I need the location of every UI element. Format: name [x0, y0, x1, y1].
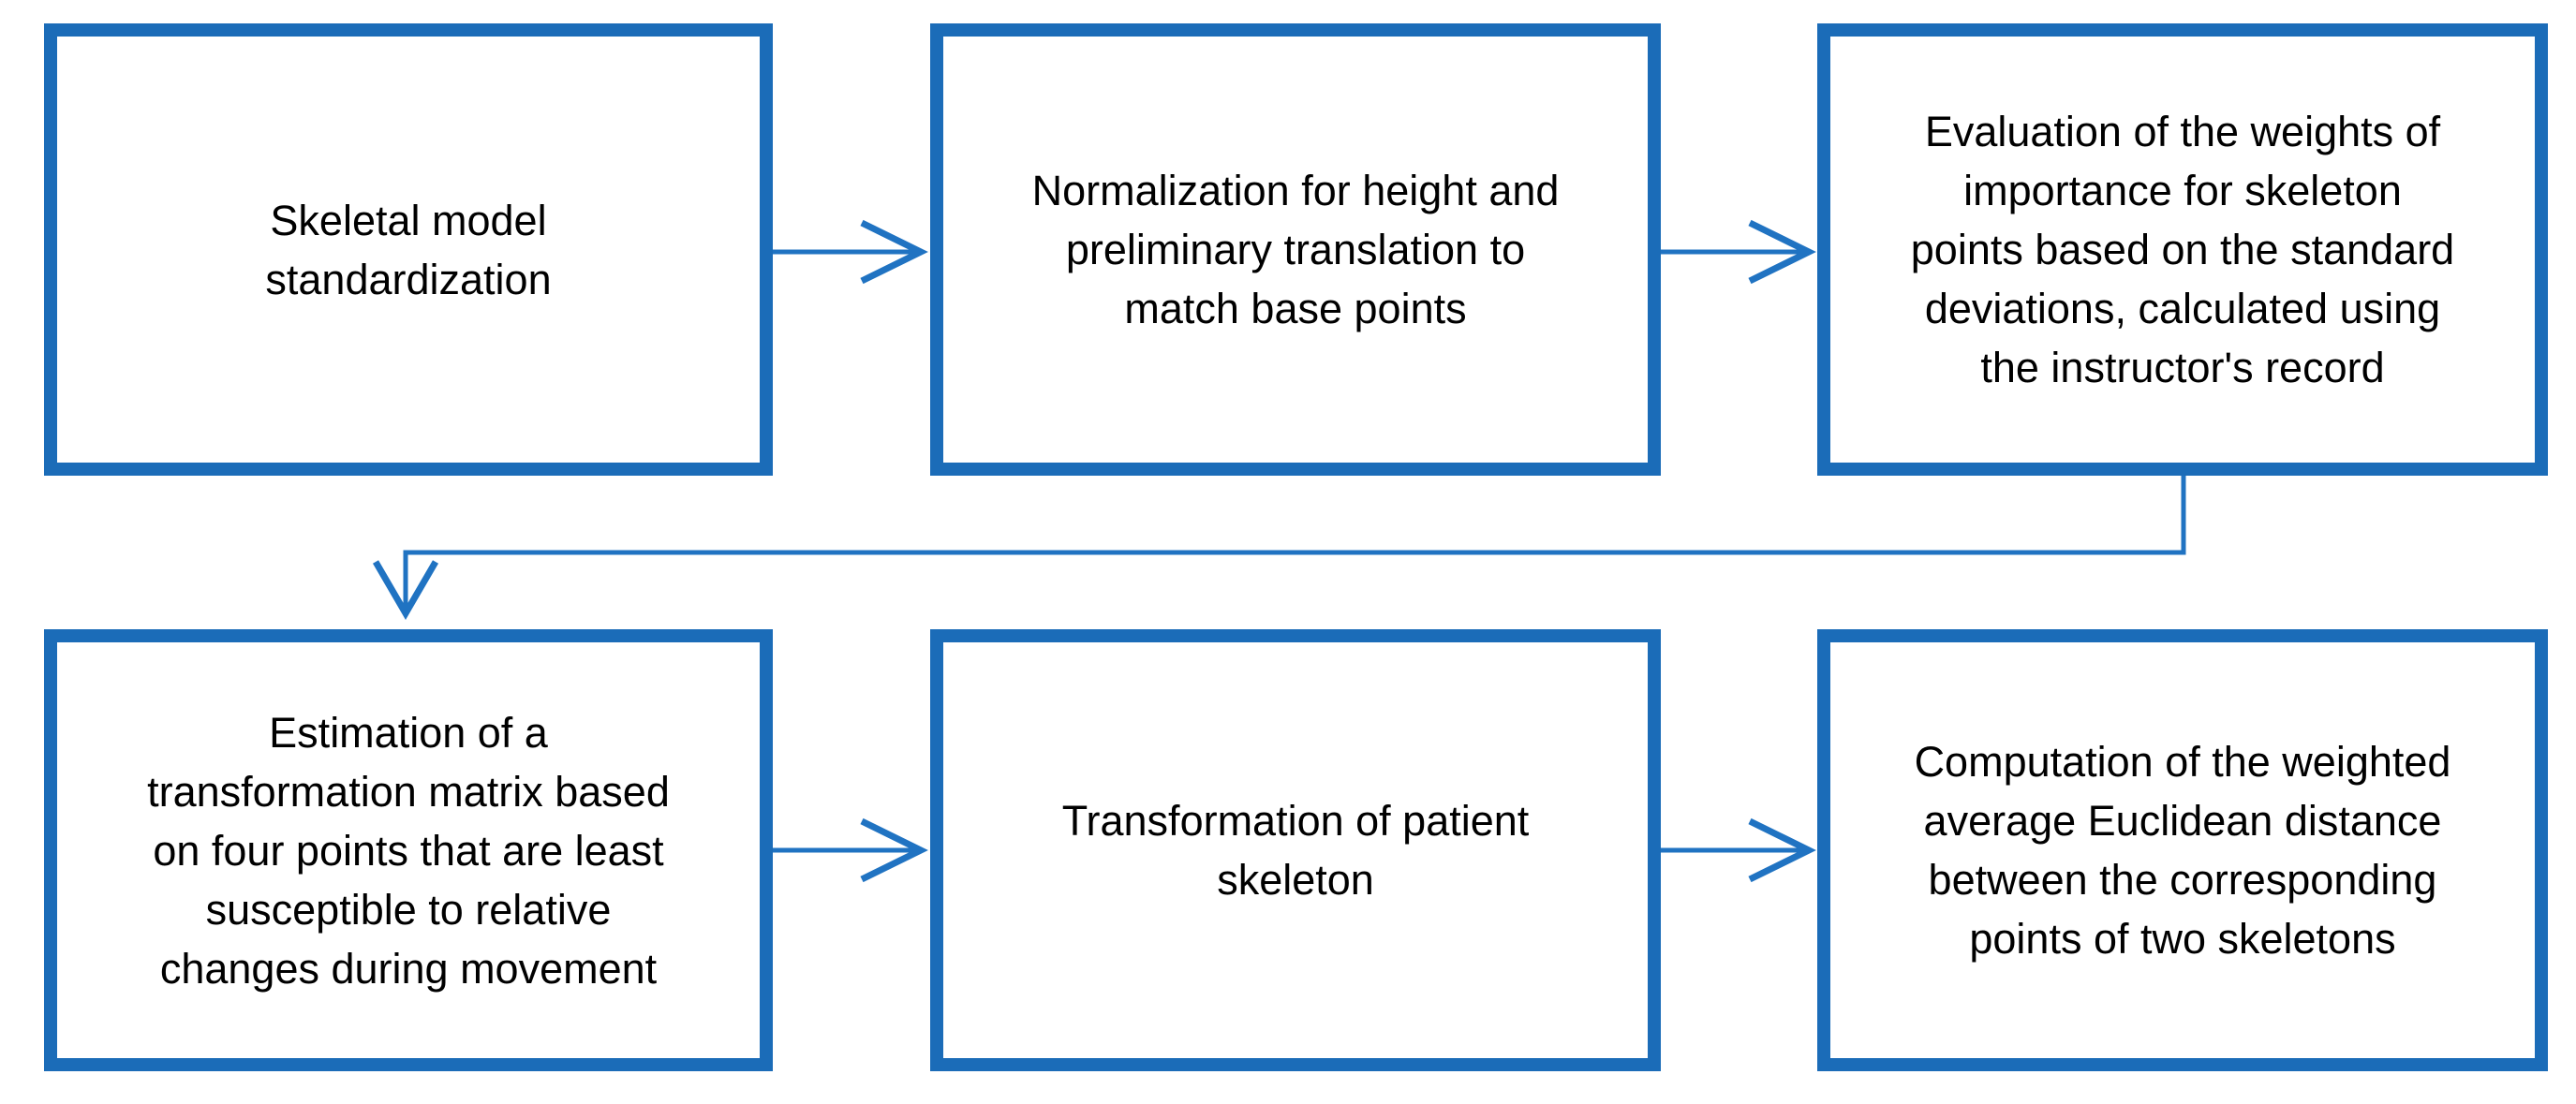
flow-step-6-box: Computation of the weighted average Eucl… [1817, 629, 2548, 1071]
flow-step-1-box: Skeletal model standardization [44, 23, 773, 476]
arrow-right-icon-step2-step3 [1661, 219, 1816, 285]
flow-step-1-label: Skeletal model standardization [265, 196, 552, 303]
flow-step-4-box: Estimation of a transformation matrix ba… [44, 629, 773, 1071]
flow-step-4-label: Estimation of a transformation matrix ba… [147, 708, 670, 993]
flow-step-2-box: Normalization for height and preliminary… [930, 23, 1661, 476]
flow-step-5-box: Transformation of patient skeleton [930, 629, 1661, 1071]
arrow-right-icon-step5-step6 [1661, 817, 1816, 883]
flow-step-3-label: Evaluation of the weights of importance … [1910, 108, 2455, 391]
arrow-right-icon-step1-step2 [773, 219, 928, 285]
flow-step-6-label: Computation of the weighted average Eucl… [1914, 738, 2451, 963]
flow-step-5-label: Transformation of patient skeleton [1061, 797, 1530, 904]
arrow-right-icon-step4-step5 [773, 817, 928, 883]
flow-step-2-label: Normalization for height and preliminary… [1031, 167, 1560, 332]
flow-step-3-box: Evaluation of the weights of importance … [1817, 23, 2548, 476]
elbow-down-arrow-icon-step3-step4 [372, 476, 2186, 620]
